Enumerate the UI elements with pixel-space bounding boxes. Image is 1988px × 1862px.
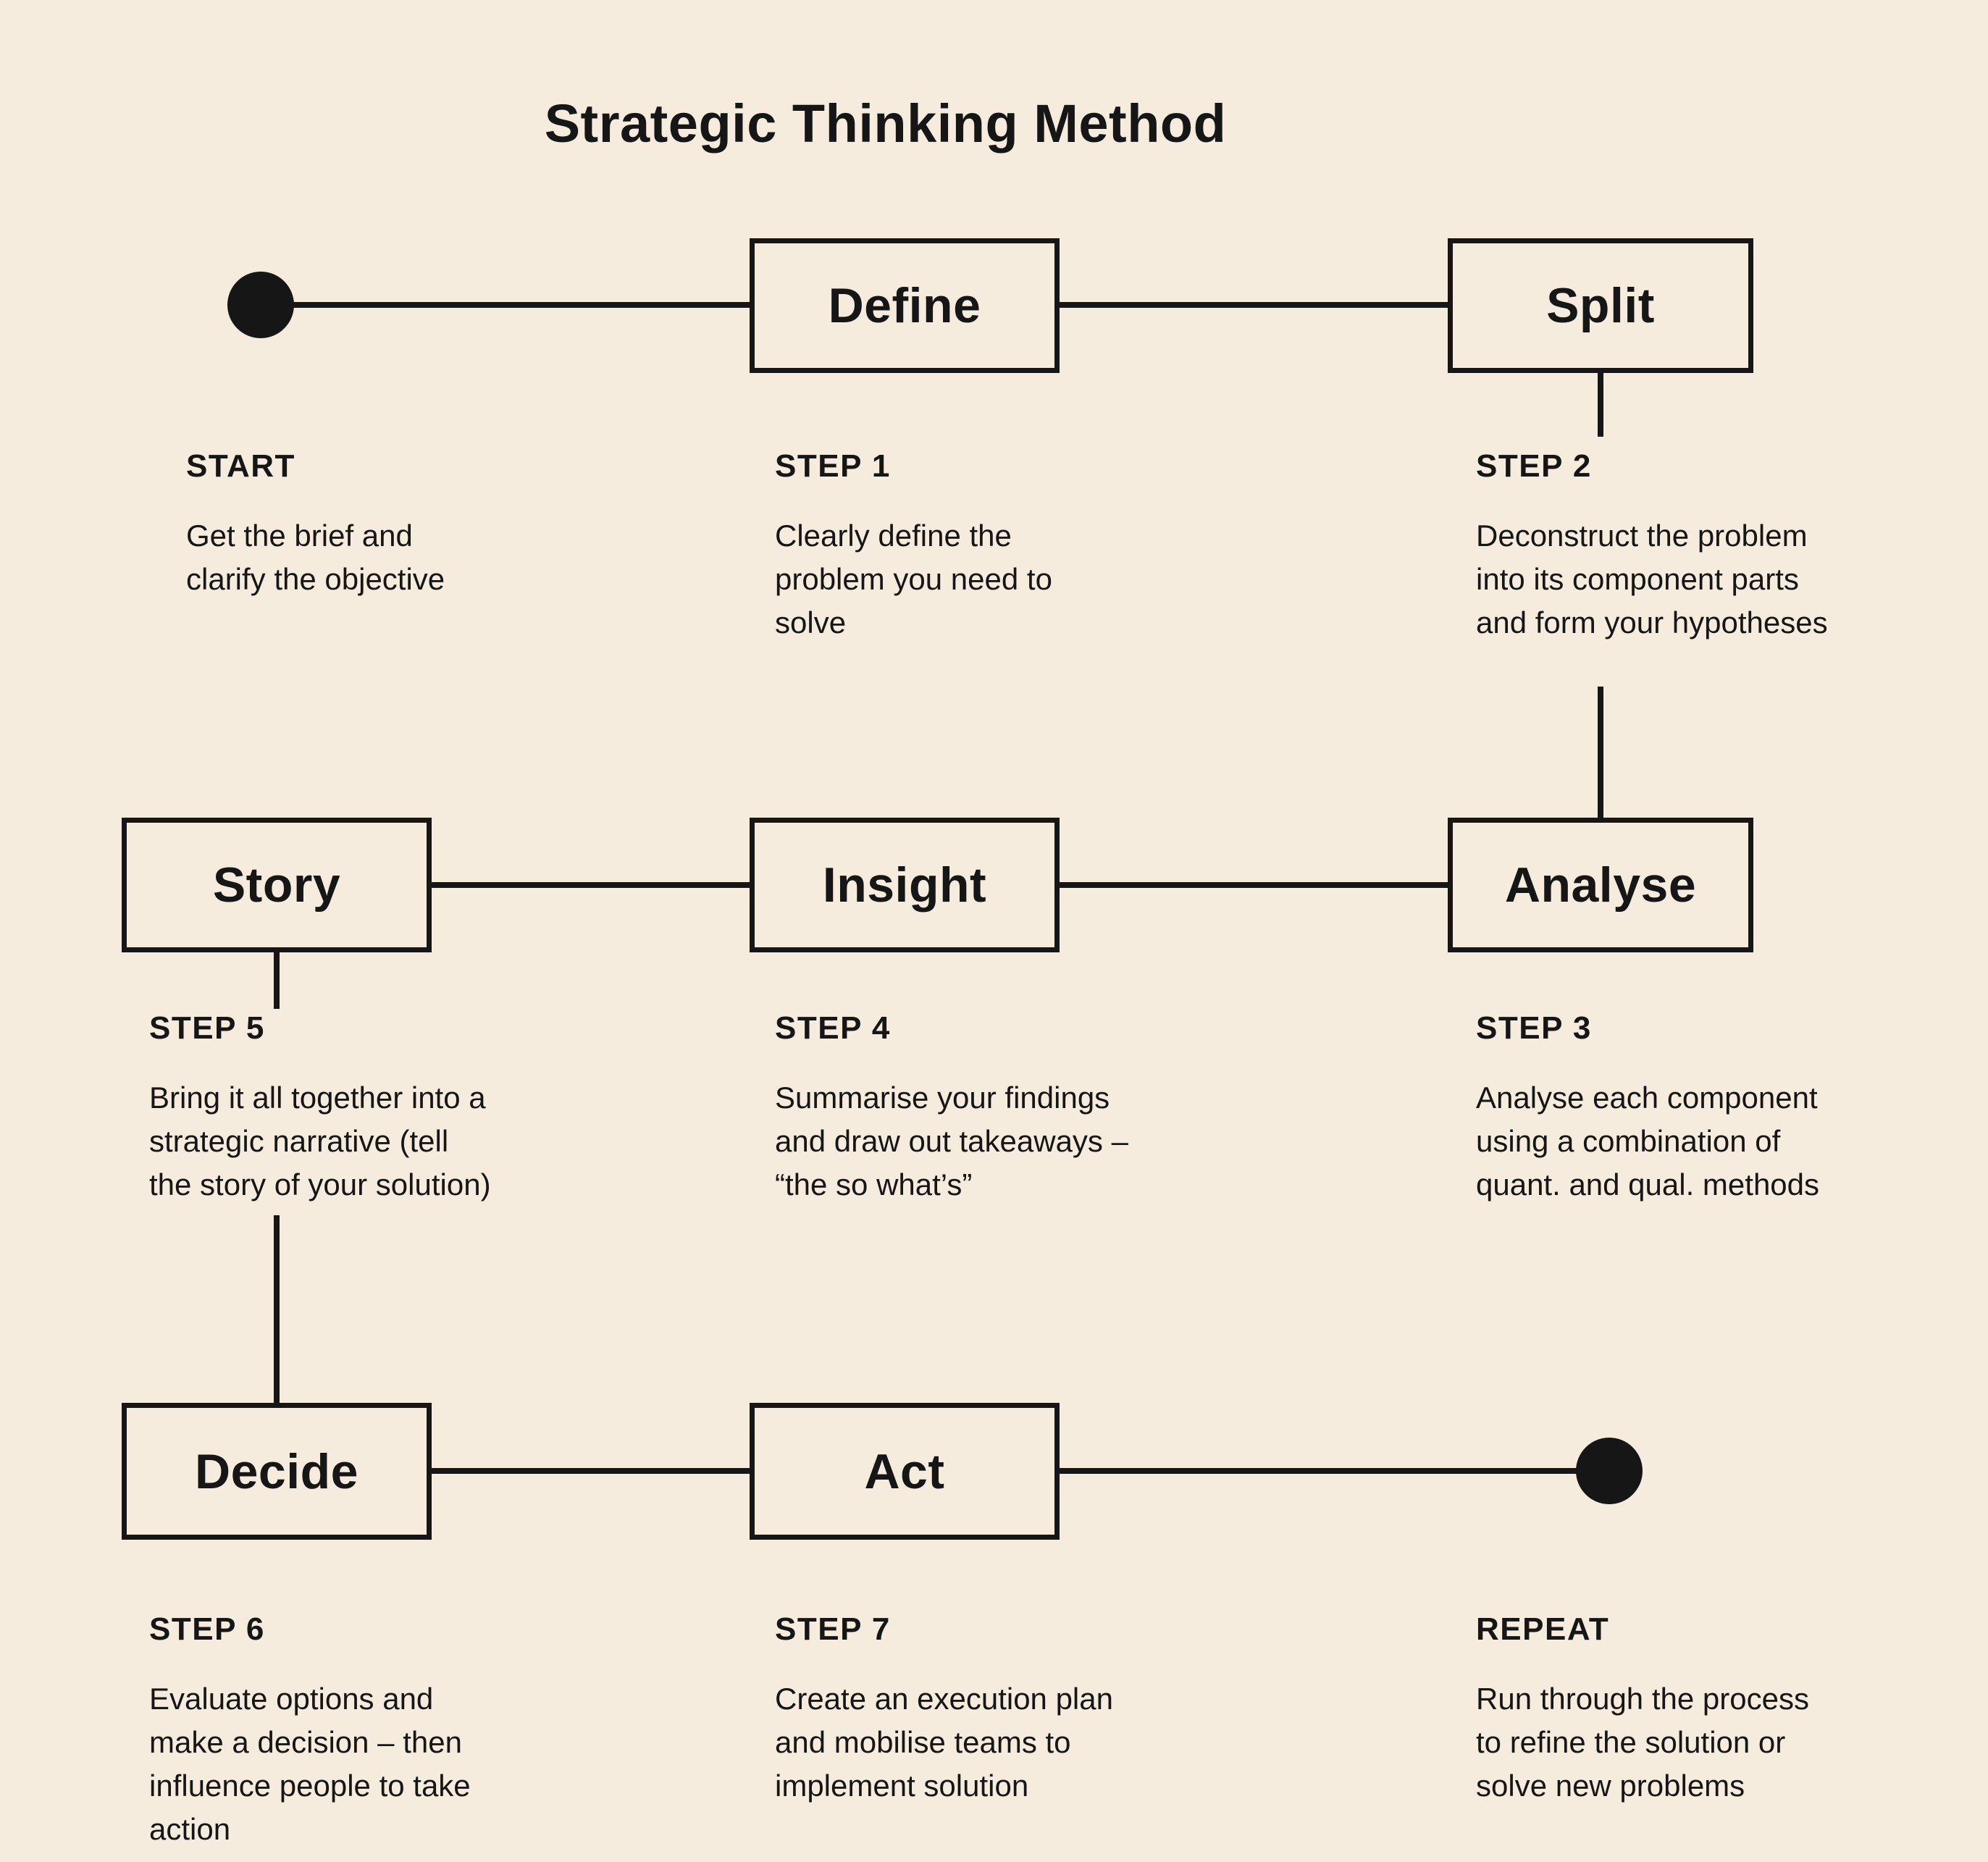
- node-story: Story: [122, 818, 432, 952]
- node-decide: Decide: [122, 1403, 432, 1540]
- node-analyse: Analyse: [1448, 818, 1753, 952]
- node-define-label: Define: [828, 278, 981, 333]
- step-3-heading: STEP 3: [1476, 1010, 1592, 1046]
- connector-story-insight: [432, 882, 750, 888]
- connector-insight-analyse: [1060, 882, 1448, 888]
- step-5-heading: STEP 5: [149, 1010, 265, 1046]
- connector-split-analyse: [1598, 687, 1603, 818]
- node-insight: Insight: [750, 818, 1060, 952]
- step-7: STEP 7 Create an execution plan and mobi…: [775, 1614, 1253, 1808]
- connector-story-decide: [274, 1215, 280, 1403]
- node-act: Act: [750, 1403, 1060, 1540]
- node-story-label: Story: [212, 857, 341, 913]
- step-4-description: Summarise your findings and draw out tak…: [775, 1081, 1128, 1202]
- step-2: STEP 2 Deconstruct the problem into its …: [1476, 450, 1954, 645]
- step-7-description: Create an execution plan and mobilise te…: [775, 1682, 1113, 1803]
- step-1: STEP 1 Clearly define the problem you ne…: [775, 450, 1253, 645]
- step-repeat: REPEAT Run through the process to refine…: [1476, 1614, 1954, 1808]
- connector-act-end: [1060, 1468, 1610, 1474]
- step-4: STEP 4 Summarise your findings and draw …: [775, 1012, 1253, 1207]
- step-2-heading: STEP 2: [1476, 448, 1592, 484]
- node-split-label: Split: [1546, 278, 1655, 333]
- step-1-heading: STEP 1: [775, 448, 891, 484]
- step-start-heading: START: [186, 448, 295, 484]
- end-dot: [1576, 1438, 1643, 1504]
- page-title: Strategic Thinking Method: [544, 93, 1227, 154]
- step-5-description: Bring it all together into a strategic n…: [149, 1081, 491, 1202]
- node-act-label: Act: [864, 1443, 945, 1499]
- step-4-heading: STEP 4: [775, 1010, 891, 1046]
- step-2-description: Deconstruct the problem into its compone…: [1476, 519, 1828, 639]
- step-start: START Get the brief and clarify the obje…: [186, 450, 664, 601]
- step-6: STEP 6 Evaluate options and make a decis…: [149, 1614, 627, 1851]
- connector-split-step2-label: [1598, 373, 1603, 437]
- node-split: Split: [1448, 238, 1753, 373]
- step-repeat-description: Run through the process to refine the so…: [1476, 1682, 1809, 1803]
- step-start-description: Get the brief and clarify the objective: [186, 519, 445, 596]
- connector-story-step5-label: [274, 952, 280, 1009]
- step-3: STEP 3 Analyse each component using a co…: [1476, 1012, 1954, 1207]
- step-6-description: Evaluate options and make a decision – t…: [149, 1682, 471, 1846]
- step-7-heading: STEP 7: [775, 1611, 891, 1647]
- step-1-description: Clearly define the problem you need to s…: [775, 519, 1052, 639]
- connector-define-split: [1060, 302, 1448, 308]
- connector-start-define: [261, 302, 750, 308]
- node-insight-label: Insight: [822, 857, 987, 913]
- start-dot: [227, 272, 294, 338]
- step-3-description: Analyse each component using a combinati…: [1476, 1081, 1820, 1202]
- step-5: STEP 5 Bring it all together into a stra…: [149, 1012, 627, 1207]
- node-define: Define: [750, 238, 1060, 373]
- node-decide-label: Decide: [195, 1443, 358, 1499]
- node-analyse-label: Analyse: [1504, 857, 1697, 913]
- step-repeat-heading: REPEAT: [1476, 1611, 1610, 1647]
- connector-decide-act: [432, 1468, 750, 1474]
- step-6-heading: STEP 6: [149, 1611, 265, 1647]
